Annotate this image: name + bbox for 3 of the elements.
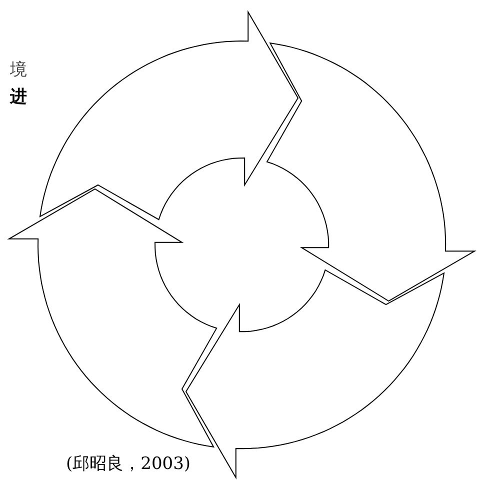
citation-caption: (邱昭良，2003)	[66, 456, 191, 473]
text-fragment: 进	[10, 89, 27, 106]
text-fragment: 境	[10, 62, 27, 79]
